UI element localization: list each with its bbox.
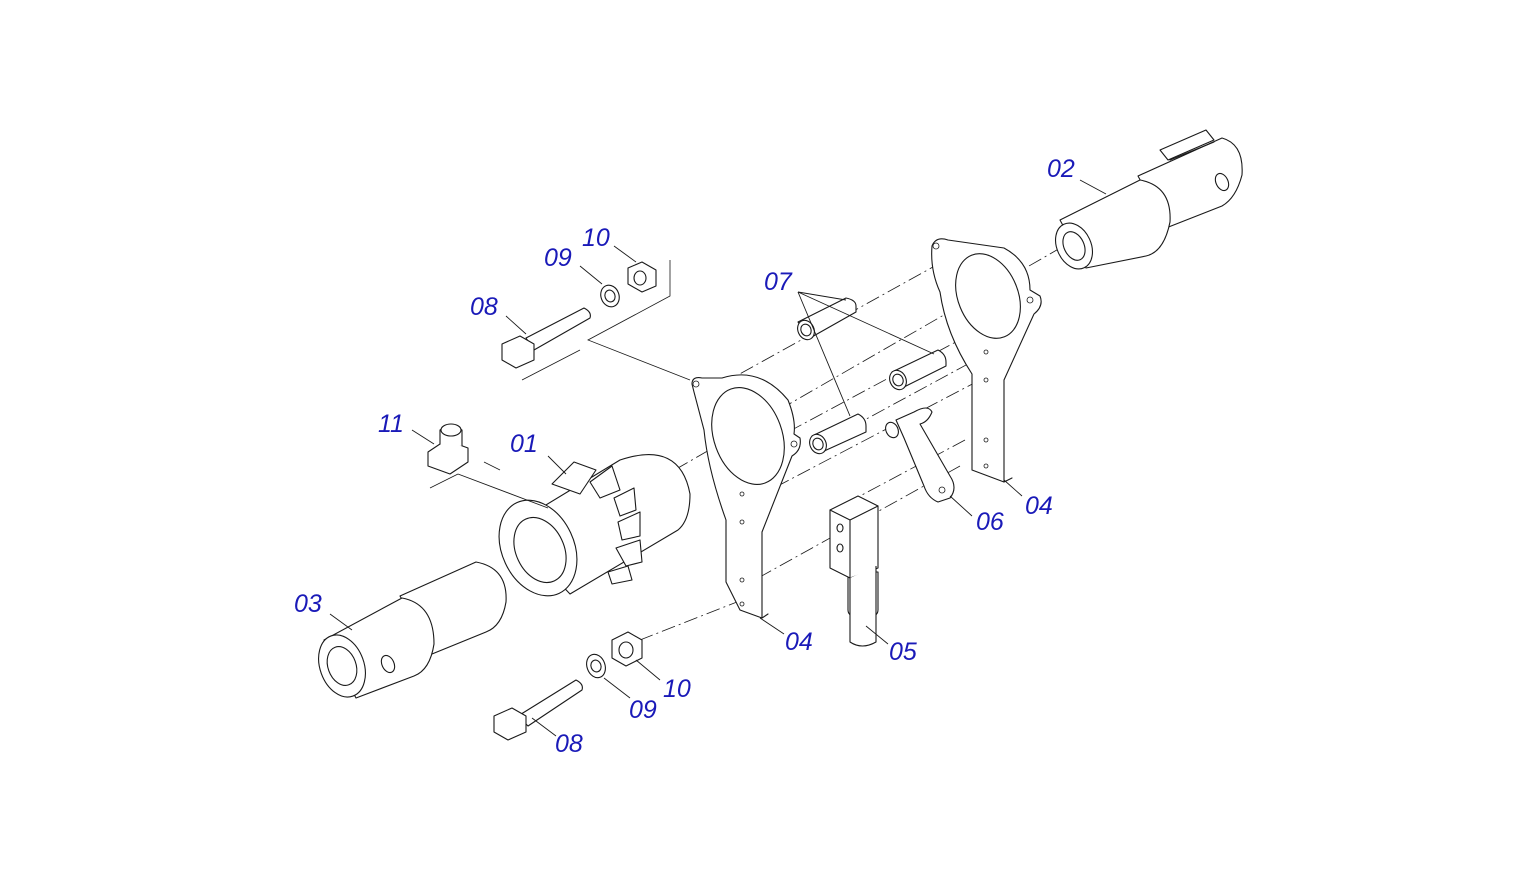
part-05-support-block (829, 495, 879, 647)
part-11-grease-nipple (427, 423, 549, 509)
upper-bolt-set (501, 260, 691, 381)
part-06-link-arm (885, 407, 955, 503)
lower-bolt-set (493, 631, 643, 741)
part-02-upper-shaft (1055, 129, 1243, 270)
label-02: 02 (1047, 155, 1075, 183)
part-01-splined-hub (498, 454, 691, 597)
label-04-rear: 04 (1025, 492, 1053, 520)
label-09-lower: 09 (629, 696, 657, 724)
label-06: 06 (976, 508, 1004, 536)
label-05: 05 (889, 638, 917, 666)
label-09-upper: 09 (544, 244, 572, 272)
label-07: 07 (764, 268, 793, 296)
label-10-upper: 10 (582, 224, 610, 252)
label-04-front: 04 (785, 628, 813, 656)
part-04-rear-plate (931, 238, 1042, 483)
label-11: 11 (378, 410, 404, 438)
part-04-front-plate (691, 374, 801, 619)
label-08-upper: 08 (470, 293, 498, 321)
part-07-spacer-bushings (797, 297, 947, 455)
part-labels: 02 10 09 07 08 11 01 04 06 03 04 05 10 0… (294, 155, 1075, 758)
leader-lines (329, 179, 1107, 737)
label-03: 03 (294, 590, 322, 618)
label-10-lower: 10 (663, 675, 691, 703)
label-01: 01 (510, 430, 538, 458)
label-08-lower: 08 (555, 730, 583, 758)
part-03-lower-shaft (318, 561, 507, 699)
